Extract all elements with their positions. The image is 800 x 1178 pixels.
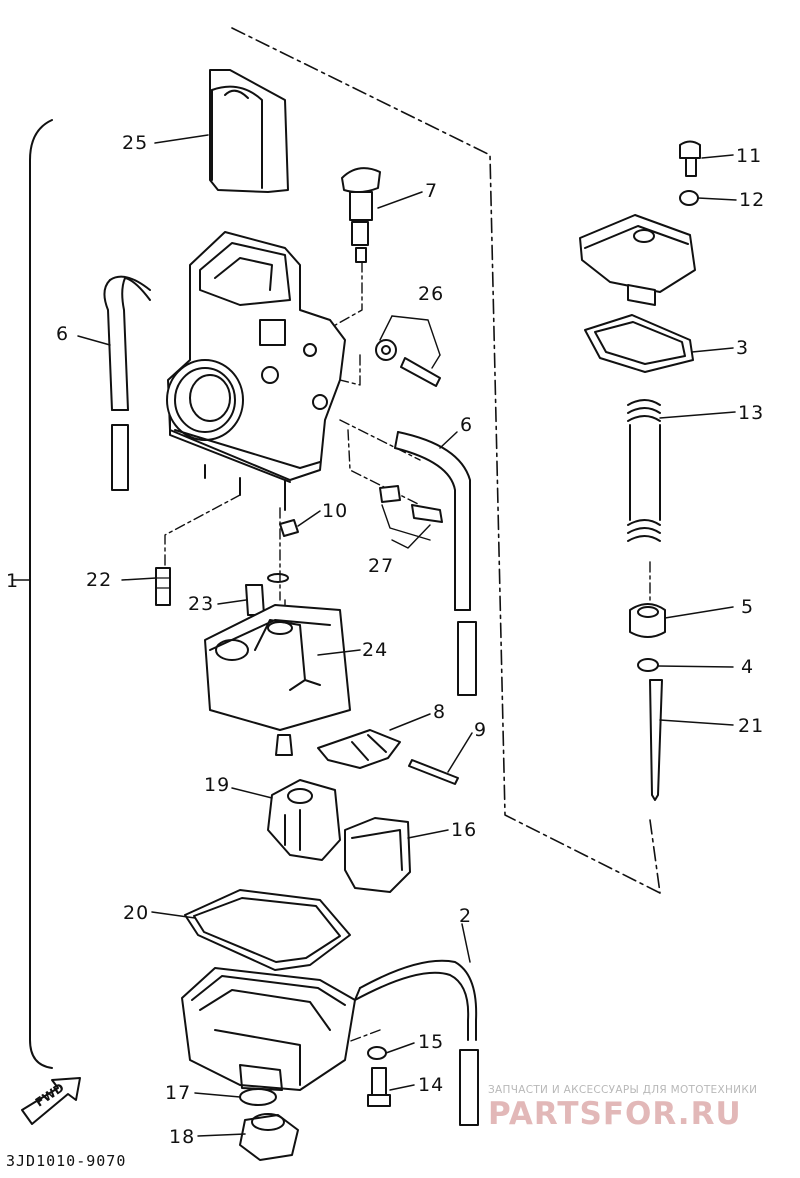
callout-16: 16: [451, 819, 478, 841]
part-13-spring: [627, 399, 661, 542]
part-5-holder: [629, 603, 666, 638]
part-6-right-hose: [394, 431, 477, 696]
part-16-float: [344, 817, 411, 893]
part-9-pin: [408, 759, 459, 785]
diagram-code: 3JD1010-9070: [6, 1152, 127, 1170]
label-leaders: [11, 134, 737, 1137]
callout-25: 25: [122, 132, 149, 154]
callout-17: 17: [165, 1082, 192, 1104]
callout-1: 1: [6, 570, 20, 592]
callout-22: 22: [86, 569, 113, 591]
callout-23: 23: [188, 593, 215, 615]
frame-lines: [231, 27, 661, 894]
callout-13: 13: [738, 402, 765, 424]
watermark-logo: PARTSFOR.RU: [488, 1096, 742, 1132]
callout-10: 10: [322, 500, 349, 522]
part-7-adjuster: [341, 167, 381, 263]
callout-12: 12: [739, 189, 766, 211]
callout-26: 26: [418, 283, 445, 305]
callout-18: 18: [169, 1126, 196, 1148]
part-15-washer: [367, 1046, 387, 1060]
callout-20: 20: [123, 902, 150, 924]
callout-11: 11: [736, 145, 763, 167]
part-2-hose: [354, 959, 479, 1126]
callout-4: 4: [741, 656, 755, 678]
fwd-arrow: [21, 1077, 81, 1125]
part-6-left-hose: [103, 275, 151, 491]
carburetor-body: [166, 231, 346, 511]
part-11-screw: [679, 140, 701, 177]
callout-27: 27: [368, 555, 395, 577]
callout-14: 14: [418, 1074, 445, 1096]
callout-9: 9: [474, 719, 488, 741]
part-3-gasket: [584, 314, 694, 373]
part-4-clip: [637, 658, 659, 672]
part-14-bolt: [367, 1067, 391, 1107]
callout-3: 3: [736, 337, 750, 359]
callout-8: 8: [433, 701, 447, 723]
callout-19: 19: [204, 774, 231, 796]
part-24-holder: [204, 604, 351, 756]
callout-7: 7: [425, 180, 439, 202]
callout-15: 15: [418, 1031, 445, 1053]
part-18-plug: [239, 1113, 299, 1161]
callout-6-right: 6: [460, 414, 474, 436]
part-26-screws: [375, 315, 441, 387]
part-10-nut: [279, 519, 299, 537]
callout-5: 5: [741, 596, 755, 618]
callout-2: 2: [459, 905, 473, 927]
top-cap: [579, 214, 696, 306]
watermark-tagline: ЗАПЧАСТИ И АКСЕССУАРЫ ДЛЯ МОТОТЕХНИКИ: [488, 1084, 758, 1096]
part-27-screws: [379, 485, 443, 549]
assembly-bracket: [29, 119, 53, 1069]
part-12-washer: [679, 190, 699, 206]
part-22-jet: [155, 567, 171, 606]
float-bowl: [181, 967, 356, 1091]
part-21-needle: [649, 679, 663, 801]
part-17-seal: [239, 1088, 277, 1106]
callout-21: 21: [738, 715, 765, 737]
part-19-float: [267, 779, 341, 861]
callout-24: 24: [362, 639, 389, 661]
callout-6-left: 6: [56, 323, 70, 345]
part-20-gasket: [184, 889, 351, 971]
part-8-plate: [317, 729, 401, 769]
part-25-cover: [209, 69, 289, 193]
